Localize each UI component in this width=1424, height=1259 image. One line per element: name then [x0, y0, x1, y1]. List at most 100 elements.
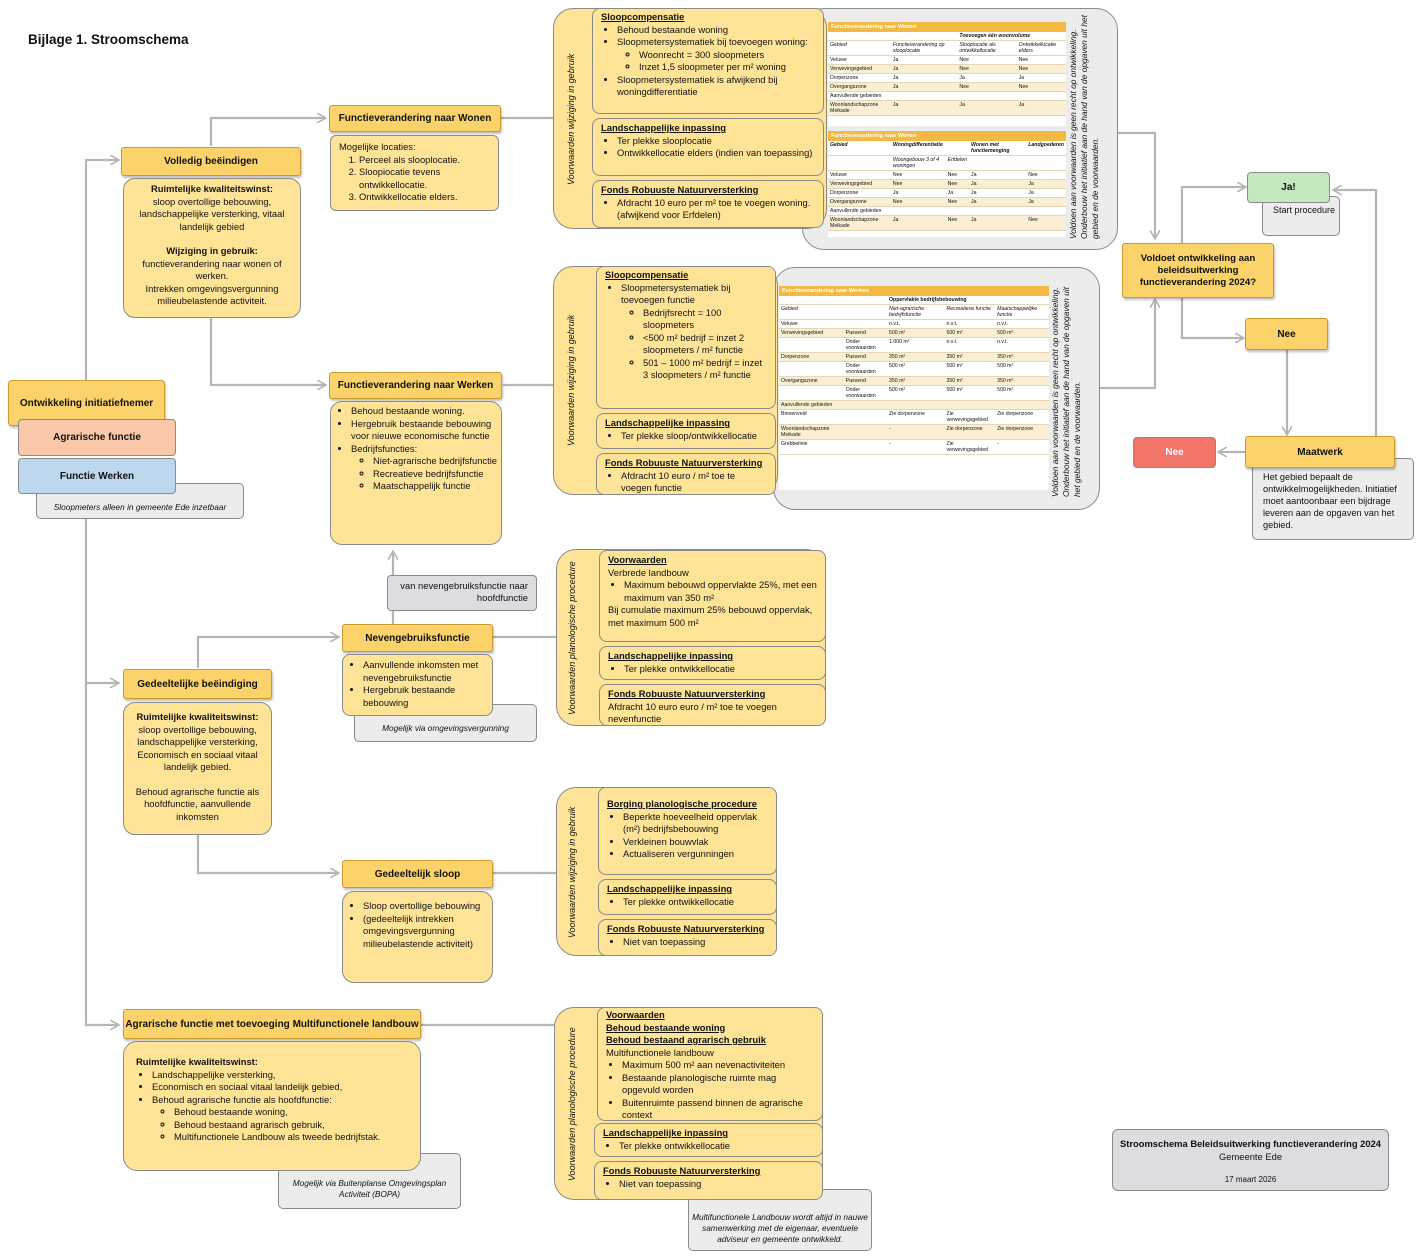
table1-bottom-title: Functieverandering naar Wonen [828, 131, 1066, 141]
table-cell: Ja [957, 73, 1017, 83]
table-cell: Verwevingsgebied [828, 179, 891, 189]
table-cell: n.v.t. [887, 319, 945, 329]
g4-fonds: Fonds Robuuste Natuurversterking Niet va… [598, 919, 777, 956]
wonen-item: Perceel als slooplocatie. [359, 154, 490, 167]
table-cell: 350 m² [887, 352, 945, 362]
table1-head-cell: Functieverandering op slooplocatie [890, 40, 958, 56]
table-cell: Passend [843, 376, 887, 386]
multi-note-text: Mogelijk via Buitenplanse Omgevingsplan … [292, 1178, 447, 1199]
table-cell [944, 400, 996, 410]
g2-s2-item: Ter plekke sloop/ontwikkellocatie [621, 430, 767, 443]
table-cell: 350 m² [944, 352, 996, 362]
g5-landschappelijk: Landschappelijke inpassing Ter plekke on… [594, 1123, 823, 1157]
volledig-w-text2: Intrekken omgevingsvergunning milieubela… [145, 282, 279, 307]
g1-s1-item: Behoud bestaande woning [617, 24, 815, 37]
table-cell: 500 m² [944, 361, 996, 377]
table-cell [945, 206, 969, 216]
table-cell: 350 m² [995, 352, 1049, 362]
table-cell: Ja [890, 215, 946, 231]
g5-s1-item: Buitenruimte passend binnen de agrarisch… [622, 1097, 814, 1121]
table2-rows: Veluwe n.v.t. n.v.t. n.v.t. Verwevingsgebied… [779, 319, 1049, 455]
g5-s2-item: Ter plekke ontwikkellocatie [619, 1140, 814, 1153]
g3-landschappelijk: Landschappelijke inpassing Ter plekke on… [599, 646, 826, 680]
table-cell: Ja [890, 64, 958, 74]
sloop-header-label: Gedeeltelijk sloop [374, 868, 461, 880]
table-cell: Nee [945, 215, 969, 231]
table-cell: Nee [1016, 64, 1066, 74]
werken-header-label: Functieverandering naar Werken [337, 380, 494, 391]
g3-s1-title: Voorwaarden [608, 554, 667, 565]
table-cell: 1.000 m² [887, 337, 945, 353]
table1-b-head2-cell: Erfdelen [945, 155, 969, 171]
table2-head-cell: Niet-agrarische bedrijfsfunctie [887, 304, 945, 320]
table-cell: Verwevingsgebied [828, 64, 891, 74]
volledig-k-title: Ruimtelijke kwaliteitswinst: [151, 183, 273, 194]
multi-item: Landschappelijke versterking, [152, 1069, 416, 1082]
nevengebruik-note-text: van nevengebruiksfunctie naar hoofdfunct… [400, 580, 528, 603]
g5-s1-item: Maximum 500 m² aan nevenactiviteiten [622, 1059, 814, 1072]
table-cell: Binnenveld [779, 409, 844, 425]
table-cell: Zie dorpenzone [995, 424, 1049, 440]
table-cell [890, 91, 958, 101]
werken-subitem: Maatschappelijk functie [373, 480, 497, 493]
table-cell: Zie dorpenzone [887, 409, 945, 425]
table-cell [890, 206, 946, 216]
voorwaarden-neven-label: Voorwaarden planologische procedure [567, 561, 577, 715]
table-cell [843, 319, 887, 329]
table-cell: Nee [890, 170, 946, 180]
multi-voorwaarden-note-text: Multifunctionele Landbouw wordt altijd i… [692, 1211, 868, 1244]
table1-top-title: Functieverandering naar Wonen [828, 22, 1066, 32]
table-cell: 500 m² [944, 328, 996, 338]
table-cell: Nee [945, 170, 969, 180]
werken-subitem: Recreatieve bedrijfsfunctie [373, 468, 497, 481]
table-cell: Ja [1026, 179, 1066, 189]
table-cell: Dorpenzone [828, 188, 891, 198]
table1-head-cell: Ontwikkellocatie elders [1016, 40, 1066, 56]
g4-s3-title: Fonds Robuuste Natuurversterking [607, 923, 765, 934]
table-cell: n.v.t. [944, 337, 996, 353]
g4-s2-item: Ter plekke ontwikkellocatie [623, 896, 768, 909]
wire-volledig-wonen [209, 118, 325, 146]
g3-fonds: Fonds Robuuste Natuurversterking Afdrach… [599, 684, 826, 726]
table-cell: Overgangszone [828, 82, 891, 92]
table-cell [843, 424, 887, 440]
table-cell: n.v.t. [995, 319, 1049, 329]
werken-item: Behoud bestaande woning. [351, 405, 497, 418]
table-cell: Woonlandschapzone Meikade [828, 100, 891, 116]
neven-item: Aanvullende inkomsten met nevengebruiksf… [363, 659, 488, 684]
table-cell: 500 m² [995, 328, 1049, 338]
g5-s3-title: Fonds Robuuste Natuurversterking [603, 1165, 761, 1176]
table-cell: Nee [890, 179, 946, 189]
table-cell: 500 m² [887, 361, 945, 377]
nee-box: Nee [1245, 318, 1328, 350]
table1-note: Voldoen aan voorwaarden is geen recht op… [1068, 15, 1100, 239]
agrarisch-box: Agrarische functie [18, 419, 176, 456]
table-cell: 500 m² [944, 385, 996, 401]
agrarisch-label: Agrarische functie [53, 432, 141, 443]
werken-item: Hergebruik bestaande bebouwing voor nieu… [351, 418, 497, 443]
table-cell: Ja [890, 100, 958, 116]
werken-header: Functieverandering naar Werken [329, 372, 502, 399]
nee-label: Nee [1277, 328, 1296, 340]
table-cell: 500 m² [995, 385, 1049, 401]
table1-head-cell: Gebied [828, 40, 891, 56]
g2-s1-item: Sloopmetersystematiek bij toevoegen func… [621, 282, 767, 307]
g1-s1-item: Sloopmetersystematiek is afwijkend bij w… [617, 74, 815, 99]
table-cell: Verwevingsgebied [779, 328, 844, 338]
g1-s3-title: Fonds Robuuste Natuurversterking [601, 184, 759, 195]
wonen-intro: Mogelijke locaties: [339, 141, 416, 152]
g4-s1-item: Verkleinen bouwvlak [623, 836, 768, 849]
table-cell: Nee [945, 179, 969, 189]
werken-item: Bedrijfsfuncties: [351, 443, 497, 456]
g2-s1-subitem: 501 – 1000 m² bedrijf = inzet 3 sloopmet… [643, 357, 767, 382]
table-cell: Onder voorwaarden [843, 361, 887, 377]
maatwerk-text-box: Het gebied bepaalt de ontwikkelmogelijkh… [1252, 458, 1414, 540]
nevengebruik-note: van nevengebruiksfunctie naar hoofdfunct… [387, 575, 537, 611]
table2-group: Oppervlakte bedrijfsbebouwing [887, 296, 1049, 305]
table-cell: Veluwe [779, 319, 844, 329]
